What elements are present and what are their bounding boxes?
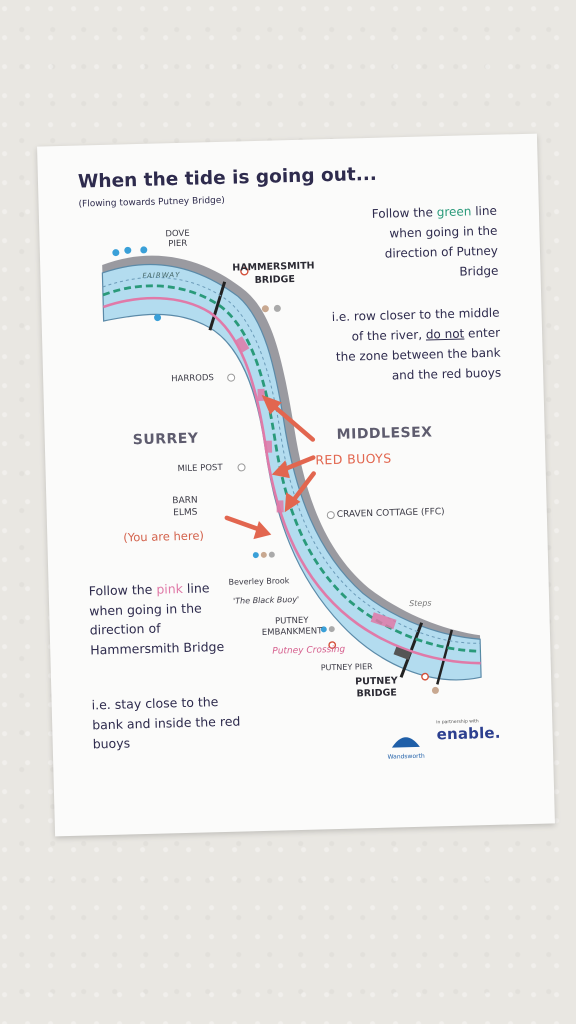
enable-wordmark: enable.: [436, 723, 501, 744]
barn-line1: BARN: [172, 495, 198, 507]
mile-post-label: MILE POST: [177, 462, 223, 475]
putney-bridge-line1: PUTNEY: [355, 675, 398, 688]
putney-pier-pontoon: [393, 646, 412, 660]
surrey-region-label: SURREY: [132, 430, 199, 449]
red-buoys-callout: RED BUOYS: [315, 450, 392, 468]
wandsworth-text: Wandsworth: [387, 752, 425, 761]
putney-bridge-line2: BRIDGE: [356, 687, 397, 700]
putney-emb-line2: EMBANKMENT: [261, 626, 323, 638]
fairway-label: FAIRWAY: [142, 270, 181, 280]
pink-line-instruction: Follow the pink line when going in the d…: [88, 578, 230, 660]
hammersmith-line1: HAMMERSMITH: [232, 260, 315, 274]
river-map: [101, 246, 482, 694]
black-buoy-label: 'The Black Buoy': [232, 594, 300, 606]
putney-pier-label: PUTNEY PIER: [320, 662, 373, 673]
wandsworth-emblem-icon: [391, 737, 420, 748]
hammersmith-bridge-line: [208, 281, 227, 331]
hammersmith-line2: BRIDGE: [254, 273, 296, 287]
steps-label: Steps: [409, 598, 432, 609]
middlesex-region-label: MIDDLESEX: [336, 424, 433, 443]
you-are-here-callout: (You are here): [123, 528, 205, 545]
red-buoy-arrows: [224, 394, 316, 540]
enable-logo: in partnership with enable.: [436, 719, 501, 744]
putney-emb-line1: PUTNEY: [274, 615, 309, 627]
dove-line1: DOVE: [165, 228, 190, 240]
location-markers: [112, 246, 439, 694]
wandsworth-logo: Wandsworth: [387, 729, 426, 761]
dove-line2: PIER: [168, 238, 188, 250]
barn-line2: ELMS: [173, 507, 198, 519]
putney-crossing-label: Putney Crossing: [272, 644, 346, 657]
railway-bridge-line: [436, 629, 454, 685]
harrods-label: HARRODS: [171, 373, 214, 385]
beverley-brook-label: Beverley Brook: [228, 576, 290, 587]
fairway-line: [102, 277, 481, 644]
stay-close-instruction: i.e. stay close to the bank and inside t…: [91, 694, 241, 752]
tide-poster: When the tide is going out... (Flowing t…: [37, 133, 555, 837]
river-thames: [101, 263, 482, 681]
pink-instruction-pre: Follow the: [88, 581, 157, 599]
pink-word: pink: [156, 580, 184, 597]
